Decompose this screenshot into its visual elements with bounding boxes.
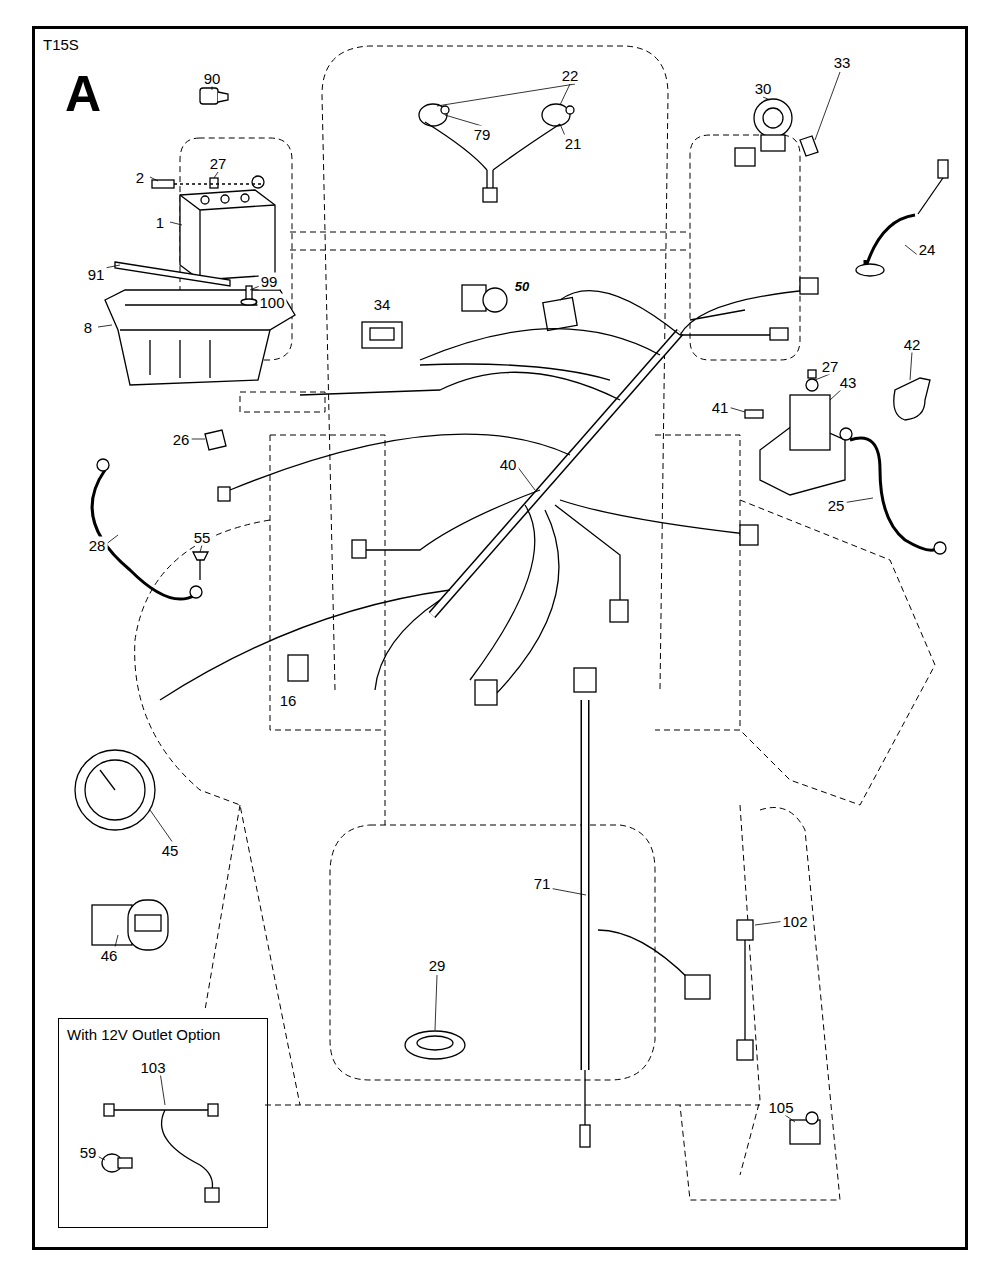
callout-number: 27	[208, 155, 229, 172]
callout-number: 28	[87, 537, 108, 554]
callout-number: 26	[171, 431, 192, 448]
callout-number: 43	[838, 374, 859, 391]
callout-number: 59	[78, 1144, 99, 1161]
callout-number: 46	[99, 947, 120, 964]
callout-number: 29	[427, 957, 448, 974]
callout-number: 8	[82, 319, 94, 336]
callout-number: 34	[372, 296, 393, 313]
callout-number: 103	[138, 1059, 167, 1076]
callout-number: 42	[902, 336, 923, 353]
tractor-outline	[135, 46, 935, 1200]
callout-number: 99	[259, 273, 280, 290]
callout-number: 24	[917, 241, 938, 258]
callout-number: 100	[257, 294, 286, 311]
callout-number: 79	[472, 126, 493, 143]
option-inset-box: With 12V Outlet Option	[58, 1018, 268, 1228]
callout-number: 91	[86, 266, 107, 283]
callout-number: 90	[202, 70, 223, 87]
leader-lines	[95, 72, 920, 1160]
callout-number: 102	[780, 913, 809, 930]
callout-number: 71	[532, 875, 553, 892]
callout-number: 30	[753, 80, 774, 97]
callout-number: 45	[160, 842, 181, 859]
model-code: T15S	[43, 37, 79, 54]
callout-number: 27	[820, 358, 841, 375]
callout-number: 41	[710, 399, 731, 416]
callout-number: 105	[766, 1099, 795, 1116]
callout-number: 25	[826, 497, 847, 514]
inset-title: With 12V Outlet Option	[67, 1027, 220, 1044]
callout-number: 40	[498, 456, 519, 473]
callout-number: 33	[832, 54, 853, 71]
callout-number: 22	[560, 67, 581, 84]
callout-number: 1	[154, 214, 166, 231]
callout-number: 21	[563, 135, 584, 152]
callout-number: 2	[134, 169, 146, 186]
callout-number: 55	[192, 529, 213, 546]
callout-number: 16	[278, 692, 299, 709]
section-letter: A	[65, 67, 101, 122]
page-frame: T15S A With 12V Outlet Option	[32, 26, 968, 1250]
callout-number: 50	[513, 279, 531, 294]
